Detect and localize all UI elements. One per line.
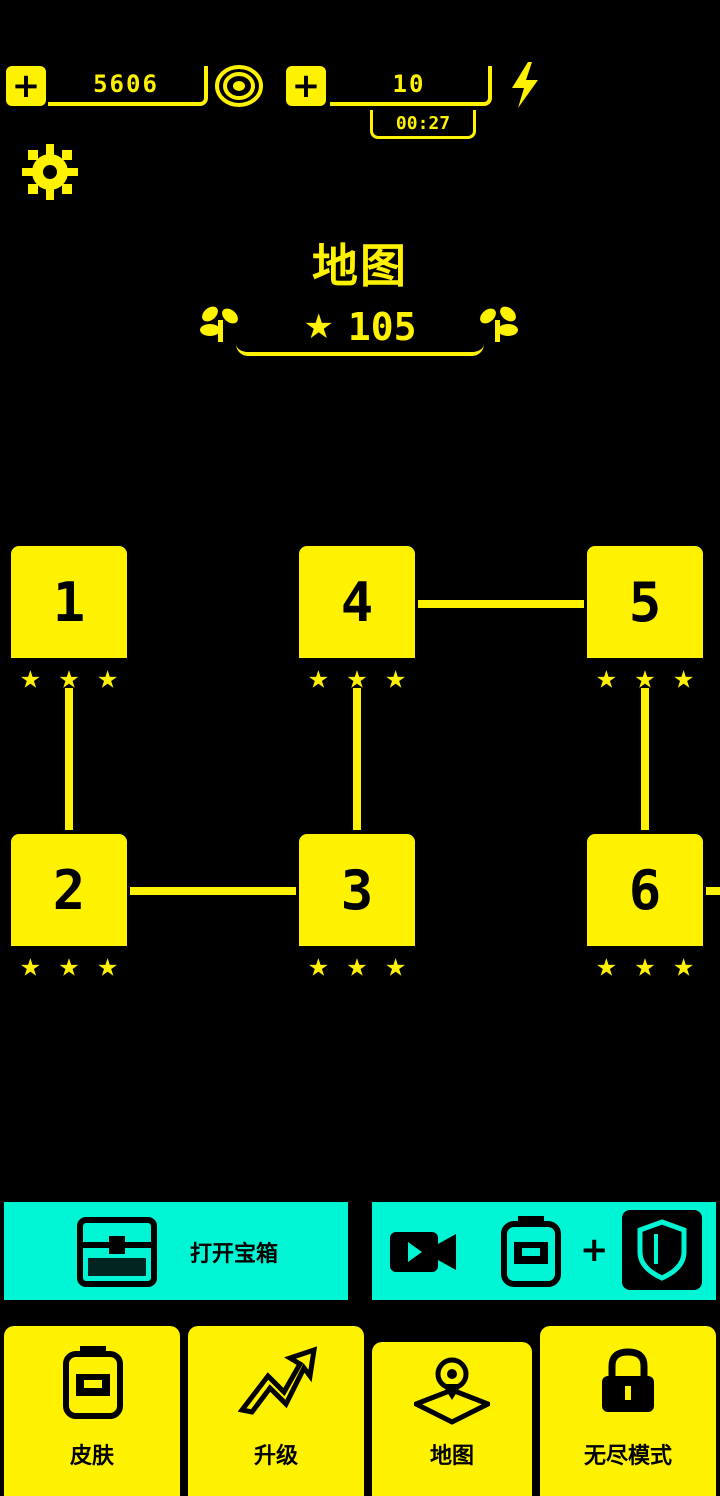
energy-timer: 00:27 [370, 110, 476, 139]
backpack-icon [498, 1214, 564, 1288]
path-connector [353, 688, 361, 830]
lock-icon [598, 1348, 658, 1414]
star-icon: ★ [58, 945, 80, 985]
nav-upgrade-label: 升级 [253, 1444, 298, 1469]
energy-counter: 10 [330, 66, 492, 106]
star-icon: ★ [308, 657, 329, 697]
level-stars: ★ ★ ★ [11, 948, 127, 982]
add-energy-button[interactable]: + [286, 66, 326, 106]
plus-icon: + [580, 1230, 609, 1270]
level-stars: ★ ★ ★ [587, 660, 703, 694]
star-icon: ★ [20, 945, 41, 985]
path-connector [130, 887, 296, 895]
star-icon: ★ [596, 945, 617, 985]
stars-total-box: ★ 105 [236, 302, 484, 356]
level-stars: ★ ★ ★ [299, 660, 415, 694]
nav-map-label: 地图 [429, 1444, 474, 1469]
laurel-right-icon [472, 298, 522, 346]
star-icon: ★ [303, 307, 334, 347]
path-connector [418, 600, 584, 608]
nav-endless-label: 无尽模式 [583, 1444, 672, 1469]
lightning-icon [504, 60, 544, 110]
stars-total-count: 105 [347, 305, 417, 349]
plus-icon: + [291, 66, 321, 106]
map-pin-icon [409, 1356, 495, 1428]
star-icon: ★ [20, 657, 41, 697]
energy-count: 10 [392, 70, 426, 98]
nav-upgrade[interactable]: 升级 [188, 1326, 364, 1496]
open-chest-label: 打开宝箱 [190, 1242, 279, 1267]
video-camera-icon [388, 1230, 458, 1274]
coin-icon [214, 64, 264, 108]
star-icon: ★ [97, 657, 118, 697]
path-connector [706, 887, 720, 895]
backpack-icon [60, 1344, 126, 1420]
star-icon: ★ [346, 657, 368, 697]
coin-counter: 5606 [48, 66, 208, 106]
level-stars: ★ ★ ★ [587, 948, 703, 982]
chest-icon [76, 1214, 158, 1288]
star-icon: ★ [58, 657, 80, 697]
star-icon: ★ [308, 945, 329, 985]
level-number: 2 [52, 858, 86, 922]
shield-icon [622, 1210, 702, 1290]
level-tile-3[interactable]: 3 [299, 834, 415, 946]
add-coins-button[interactable]: + [6, 66, 46, 106]
star-icon: ★ [673, 657, 694, 697]
level-number: 4 [340, 570, 374, 634]
level-number: 6 [628, 858, 662, 922]
star-icon: ★ [385, 945, 406, 985]
nav-skins-label: 皮肤 [69, 1444, 114, 1469]
path-connector [65, 688, 73, 830]
level-number: 3 [340, 858, 374, 922]
nav-map[interactable]: 地图 [372, 1342, 532, 1496]
watch-ad-reward-button[interactable]: + [372, 1202, 716, 1300]
star-icon: ★ [97, 945, 118, 985]
settings-gear-icon[interactable] [22, 144, 78, 200]
star-icon: ★ [385, 657, 406, 697]
star-icon: ★ [673, 945, 694, 985]
star-icon: ★ [634, 945, 656, 985]
page-title: 地图 [312, 239, 408, 293]
star-icon: ★ [346, 945, 368, 985]
star-icon: ★ [596, 657, 617, 697]
level-number: 5 [628, 570, 662, 634]
timer-text: 00:27 [395, 112, 451, 134]
level-stars: ★ ★ ★ [11, 660, 127, 694]
level-tile-6[interactable]: 6 [587, 834, 703, 946]
open-chest-button[interactable]: 打开宝箱 [4, 1202, 348, 1300]
level-tile-2[interactable]: 2 [11, 834, 127, 946]
level-number: 1 [52, 570, 86, 634]
level-tile-4[interactable]: 4 [299, 546, 415, 658]
nav-skins[interactable]: 皮肤 [4, 1326, 180, 1496]
level-tile-1[interactable]: 1 [11, 546, 127, 658]
nav-endless[interactable]: 无尽模式 [540, 1326, 716, 1496]
laurel-left-icon [196, 298, 246, 346]
upgrade-arrow-icon [237, 1346, 318, 1416]
level-stars: ★ ★ ★ [299, 948, 415, 982]
level-tile-5[interactable]: 5 [587, 546, 703, 658]
plus-icon: + [11, 66, 41, 106]
path-connector [641, 688, 649, 830]
star-icon: ★ [634, 657, 656, 697]
coin-count: 5606 [93, 70, 159, 98]
